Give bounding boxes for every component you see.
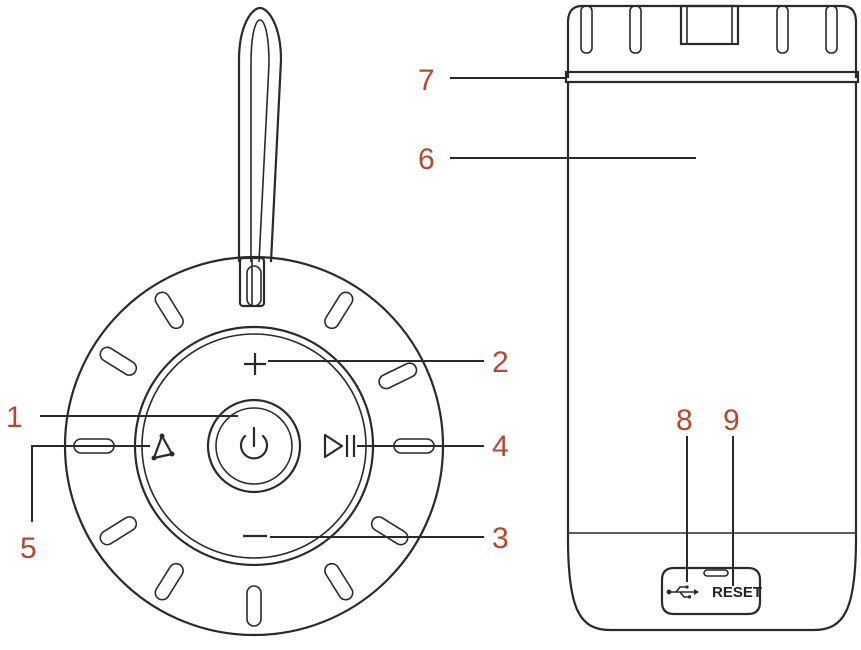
power-icon bbox=[239, 426, 269, 460]
volume-up-button[interactable] bbox=[244, 353, 266, 375]
top-cap-slots bbox=[580, 5, 838, 54]
play-pause-button[interactable] bbox=[323, 433, 356, 459]
port-panel: RESET bbox=[660, 566, 762, 616]
power-button[interactable] bbox=[206, 398, 302, 494]
callout-4: 4 bbox=[492, 430, 509, 463]
play-pause-icon bbox=[323, 433, 356, 459]
callout-9: 9 bbox=[723, 404, 740, 437]
top-clip bbox=[679, 4, 740, 46]
plus-icon bbox=[244, 353, 266, 375]
callout-5: 5 bbox=[20, 532, 37, 565]
reset-pinhole[interactable] bbox=[703, 569, 729, 577]
side-view: RESET bbox=[450, 4, 860, 632]
callout-1: 1 bbox=[6, 401, 23, 434]
front-view bbox=[31, 6, 484, 637]
speaker-body bbox=[566, 82, 858, 632]
callout-7: 7 bbox=[418, 64, 435, 97]
callout-6: 6 bbox=[418, 143, 435, 176]
callout-8: 8 bbox=[676, 404, 693, 437]
callout-numbers: 1 2 3 4 5 6 7 8 9 bbox=[6, 64, 740, 565]
top-cap bbox=[566, 4, 858, 78]
callout-2: 2 bbox=[492, 346, 509, 379]
usb-icon bbox=[666, 585, 699, 599]
callout-3: 3 bbox=[492, 522, 509, 555]
cap-band bbox=[564, 70, 860, 84]
leader-lines-side bbox=[450, 77, 734, 586]
strap-loop bbox=[237, 6, 283, 308]
reset-label: RESET bbox=[712, 584, 762, 601]
leader-lines-front bbox=[31, 360, 484, 538]
triangle-pairing-icon bbox=[151, 433, 175, 461]
pairing-button[interactable] bbox=[151, 433, 175, 461]
